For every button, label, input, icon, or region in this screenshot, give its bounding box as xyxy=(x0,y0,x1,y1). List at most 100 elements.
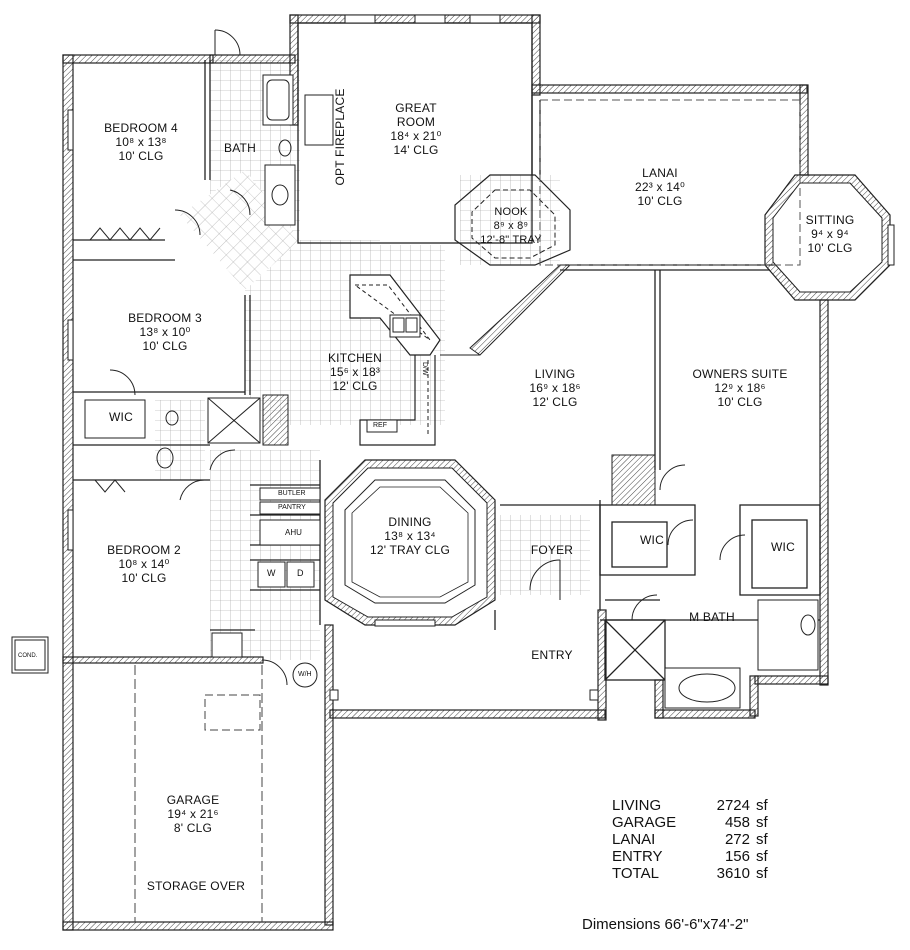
storage-label: STORAGE OVER xyxy=(147,879,245,893)
kitchen-name: KITCHEN xyxy=(327,351,383,365)
nook-tray xyxy=(471,189,556,259)
living-dim: 16⁹ x 18⁶ xyxy=(529,381,581,395)
kitchen-dim: 15⁶ x 18³ xyxy=(329,365,381,379)
living-name: LIVING xyxy=(534,367,576,381)
wic-owner2-name: WIC xyxy=(771,540,795,554)
master-tub xyxy=(664,667,741,709)
sitting-clg: 10' CLG xyxy=(807,241,853,255)
nook-octagon xyxy=(454,174,571,266)
lanai-label: LANAI 22³ x 14⁰ 10' CLG xyxy=(635,166,685,208)
great-room-label: GREAT ROOM 18⁴ x 21⁰ 14' CLG xyxy=(390,101,441,157)
bath-label: BATH xyxy=(224,141,256,155)
area-row-unit: sf xyxy=(756,797,768,814)
dining-label: DINING 13⁸ x 13⁴ 12' TRAY CLG xyxy=(370,515,450,557)
nook-clg: 12'-8" TRAY xyxy=(480,234,542,246)
great-room-name2: ROOM xyxy=(396,115,436,129)
fireplace-box xyxy=(304,94,334,146)
bedroom2-dim: 10⁸ x 14⁰ xyxy=(118,557,170,571)
area-row-label: LIVING xyxy=(612,797,662,814)
area-row-label: ENTRY xyxy=(612,848,663,865)
storage-name: STORAGE OVER xyxy=(146,879,246,893)
tile-floor-bath xyxy=(155,400,205,480)
bedroom4-clg: 10' CLG xyxy=(118,149,164,163)
bedroom2-clg: 10' CLG xyxy=(121,571,167,585)
owners-suite-dim: 12⁹ x 18⁶ xyxy=(714,381,766,395)
cond-pad xyxy=(14,639,46,671)
nook-lanai-diagonal xyxy=(469,264,572,356)
area-row-unit: sf xyxy=(756,831,768,848)
hatched-block xyxy=(262,394,289,446)
area-row-unit: sf xyxy=(756,848,768,865)
dryer xyxy=(286,561,315,588)
m-bath-name: M BATH xyxy=(689,610,735,624)
area-row-value: 156 xyxy=(724,848,750,865)
m-bath-label: M BATH xyxy=(689,610,735,624)
bathtub xyxy=(262,74,294,126)
nook-name: NOOK xyxy=(494,206,528,218)
area-row: GARAGE 458 sf xyxy=(612,814,786,831)
vanity-sink xyxy=(800,614,816,636)
butler-tag: BUTLER xyxy=(278,490,306,497)
great-room-clg: 14' CLG xyxy=(393,143,439,157)
living-clg: 12' CLG xyxy=(532,395,578,409)
kitchen-label: KITCHEN 15⁶ x 18³ 12' CLG xyxy=(328,351,382,393)
area-row-value: 2724 xyxy=(716,797,750,814)
tile-floor-nook xyxy=(460,175,560,265)
cond-tag: COND. xyxy=(18,653,38,659)
wic-owner2-label: WIC xyxy=(771,540,795,554)
nook-label: NOOK 8⁹ x 8⁹ 12'-8" TRAY xyxy=(480,205,542,247)
bedroom2-label: BEDROOM 2 10⁸ x 14⁰ 10' CLG xyxy=(107,543,181,585)
dining-name: DINING xyxy=(388,515,432,529)
fireplace-label: OPT FIREPLACE xyxy=(333,88,347,185)
wic-owner1-label: WIC xyxy=(640,533,664,547)
bedroom3-name: BEDROOM 3 xyxy=(128,311,202,325)
area-row-unit: sf xyxy=(756,865,768,882)
owners-suite-name: OWNERS SUITE xyxy=(692,367,788,381)
nook-dim: 8⁹ x 8⁹ xyxy=(493,220,529,232)
foyer-label: FOYER xyxy=(531,543,573,557)
bedroom3-label: BEDROOM 3 13⁸ x 10⁰ 10' CLG xyxy=(128,311,202,353)
garage-dim: 19⁴ x 21⁶ xyxy=(167,807,219,821)
interior-walls xyxy=(73,22,821,681)
great-room-name1: GREAT xyxy=(395,101,437,115)
tile-floor-hall xyxy=(180,170,300,290)
kitchen-clg: 12' CLG xyxy=(332,379,378,393)
dining-tray xyxy=(344,479,476,604)
bedroom4-dim: 10⁸ x 13⁸ xyxy=(115,135,167,149)
area-row-value: 458 xyxy=(724,814,750,831)
ref xyxy=(366,419,398,433)
wic-bed3-label: WIC xyxy=(109,410,133,424)
area-row-value: 272 xyxy=(724,831,750,848)
bedroom4-label: BEDROOM 4 10⁸ x 13⁸ 10' CLG xyxy=(104,121,178,163)
fireplace-name: OPT FIREPLACE xyxy=(333,88,347,186)
garage-name: GARAGE xyxy=(166,793,220,807)
sitting-label: SITTING 9⁴ x 9⁴ 10' CLG xyxy=(806,213,855,255)
wic-bed3-name: WIC xyxy=(109,410,133,424)
area-row-unit: sf xyxy=(756,814,768,831)
sitting-name: SITTING xyxy=(805,213,855,227)
entry-label: ENTRY xyxy=(531,648,572,662)
bath-vanity xyxy=(264,164,296,226)
lanai-dim: 22³ x 14⁰ xyxy=(635,180,685,194)
entry-name: ENTRY xyxy=(531,648,573,662)
area-table: LIVING 2724 sf GARAGE 458 sf LANAI 272 s… xyxy=(612,797,786,882)
lanai-name: LANAI xyxy=(642,166,678,180)
area-row-label: GARAGE xyxy=(612,814,677,831)
overall-dimensions: Dimensions 66'-6"x74'-2" xyxy=(582,916,749,933)
bedroom2-name: BEDROOM 2 xyxy=(107,543,181,557)
washer-tag: W xyxy=(267,568,276,578)
pantry-tag: PANTRY xyxy=(278,504,306,511)
bedroom4-name: BEDROOM 4 xyxy=(104,121,178,135)
garage-label: GARAGE 19⁴ x 21⁶ 8' CLG xyxy=(167,793,220,835)
great-room-dim: 18⁴ x 21⁰ xyxy=(390,129,442,143)
bedroom3-clg: 10' CLG xyxy=(142,339,188,353)
area-row-label: LANAI xyxy=(612,831,656,848)
dryer-tag: D xyxy=(297,568,304,578)
living-label: LIVING 16⁹ x 18⁶ 12' CLG xyxy=(529,367,580,409)
owners-suite-clg: 10' CLG xyxy=(717,395,763,409)
kitchen-counter xyxy=(359,355,436,446)
area-row-label: TOTAL xyxy=(612,865,659,882)
lanai-outline xyxy=(539,99,801,266)
foyer-name: FOYER xyxy=(530,543,574,557)
